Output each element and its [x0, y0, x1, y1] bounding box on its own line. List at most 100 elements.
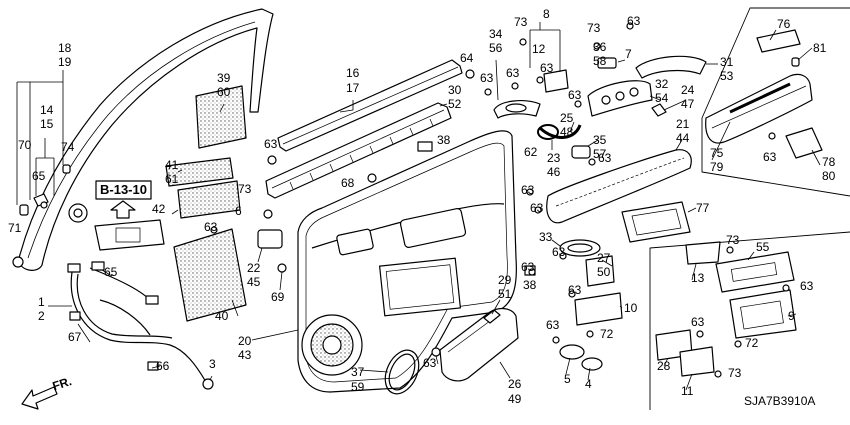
callout: 80 — [822, 169, 836, 183]
callout: 69 — [271, 290, 285, 304]
callout: 47 — [681, 97, 695, 111]
callout: 31 — [720, 55, 734, 69]
pad-42 — [177, 180, 241, 219]
callout: 33 — [539, 230, 553, 244]
callout: 38 — [437, 133, 451, 147]
callout: 46 — [547, 165, 561, 179]
callout: 73 — [238, 182, 252, 196]
callout: 52 — [448, 97, 462, 111]
callout: 76 — [777, 17, 791, 31]
pad-40 — [173, 228, 247, 322]
callout: 71 — [8, 221, 22, 235]
callout: 50 — [597, 265, 611, 279]
callout: 6 — [235, 204, 242, 218]
callout: 29 — [498, 273, 512, 287]
callout: 63 — [540, 61, 554, 75]
callout: 63 — [204, 220, 218, 234]
inner-handle-parts — [465, 22, 634, 166]
callout: 26 — [508, 377, 522, 391]
switch-unit-77 — [621, 201, 691, 243]
callout: 16 — [346, 66, 360, 80]
switch-panel — [587, 80, 667, 117]
callout: 56 — [489, 41, 503, 55]
pillar-clips — [19, 164, 71, 216]
callout: 73 — [587, 21, 601, 35]
callout: 22 — [247, 261, 261, 275]
callout: 48 — [560, 125, 574, 139]
callout: 68 — [341, 176, 355, 190]
callout: 12 — [532, 42, 546, 56]
callout: 38 — [523, 278, 537, 292]
callout: 64 — [460, 51, 474, 65]
callout: 51 — [498, 287, 512, 301]
panel-fasteners — [210, 141, 441, 357]
callout: 67 — [68, 330, 82, 344]
pillar-garnish — [12, 8, 274, 271]
callout: 63 — [423, 356, 437, 370]
callout: 54 — [655, 91, 669, 105]
callout: 79 — [710, 160, 724, 174]
speaker-ring — [384, 349, 420, 395]
callout: 2 — [38, 309, 45, 323]
callout: 73 — [726, 233, 740, 247]
callout: 36 — [593, 40, 607, 54]
callout: 70 — [18, 138, 32, 152]
callout: 78 — [822, 155, 836, 169]
callout: 65 — [32, 169, 46, 183]
callout: 14 — [40, 103, 54, 117]
callout: 63 — [552, 245, 566, 259]
callout: 60 — [217, 85, 231, 99]
callout: 40 — [215, 309, 229, 323]
callout: 63 — [598, 151, 612, 165]
callout: 44 — [676, 131, 690, 145]
callout: 75 — [710, 146, 724, 160]
callout: 49 — [508, 392, 522, 406]
callout: 45 — [247, 275, 261, 289]
callout: 57 — [593, 147, 607, 161]
callout: 43 — [238, 348, 252, 362]
diagram-code: SJA7B3910A — [744, 394, 816, 408]
callout: 20 — [238, 334, 252, 348]
callout: 13 — [691, 271, 705, 285]
callout: 23 — [547, 151, 561, 165]
callout: 58 — [593, 54, 607, 68]
callout: 5 — [564, 372, 571, 386]
callout: 28 — [657, 359, 671, 373]
strip-30-52 — [265, 102, 452, 199]
window-switches — [655, 241, 797, 378]
front-direction-arrow — [21, 386, 58, 410]
callout: 63 — [568, 283, 582, 297]
callout: 10 — [624, 301, 638, 315]
callout: 27 — [597, 251, 611, 265]
center-right-parts — [483, 239, 623, 371]
callout: 39 — [217, 71, 231, 85]
reference-box-label: B-13-10 — [100, 182, 147, 197]
callout: 59 — [351, 380, 365, 394]
top-right-group-frame — [701, 7, 850, 197]
callout: 42 — [152, 202, 166, 216]
callout: 72 — [745, 336, 759, 350]
callout: 65 — [104, 265, 118, 279]
callout: 63 — [264, 137, 278, 151]
weatherstrip-16-17 — [277, 59, 463, 152]
pad-39-60 — [195, 85, 247, 149]
callout: 30 — [448, 83, 462, 97]
cover-76 — [756, 29, 801, 53]
callout: 3 — [209, 357, 216, 371]
callout: 34 — [489, 27, 503, 41]
callout: 11 — [681, 384, 694, 398]
callout: 72 — [600, 327, 614, 341]
callout: 41 — [165, 158, 179, 172]
callout: 1 — [38, 295, 45, 309]
callout: 17 — [346, 81, 360, 95]
lower-right-group-frame — [649, 231, 850, 410]
callout: 4 — [585, 377, 592, 391]
callout: 32 — [655, 77, 669, 91]
callout: 19 — [58, 55, 72, 69]
callout: 53 — [720, 69, 734, 83]
callout: 9 — [788, 309, 795, 323]
callout: 35 — [593, 133, 607, 147]
callout: 8 — [543, 7, 550, 21]
